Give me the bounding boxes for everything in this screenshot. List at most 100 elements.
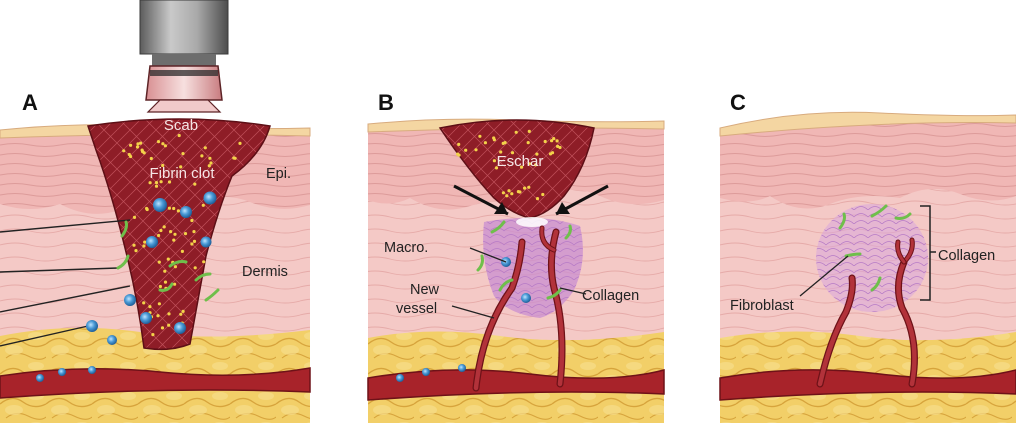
platelet-dot xyxy=(173,233,176,236)
panel-label-a: A xyxy=(22,90,38,115)
platelet-dot xyxy=(505,194,508,197)
label-collagen-c: Collagen xyxy=(938,248,995,264)
platelet-dot xyxy=(556,145,559,148)
platelet-dot xyxy=(194,266,197,269)
platelet-dot xyxy=(150,157,153,160)
platelet-dot xyxy=(517,190,520,193)
label-collagen-b: Collagen xyxy=(582,288,639,304)
platelet-dot xyxy=(167,324,170,327)
platelet-dot xyxy=(464,149,467,152)
platelet-dot xyxy=(158,261,161,264)
platelet-dot xyxy=(145,207,148,210)
collagen-scar-c xyxy=(816,204,928,312)
platelet-dot xyxy=(550,139,553,142)
platelet-dot xyxy=(181,250,184,253)
panel-a: A Scab Fibrin clot Epi. Dermis xyxy=(0,0,310,423)
platelet-dot xyxy=(182,310,185,313)
platelet-dot xyxy=(143,241,146,244)
platelet-dot xyxy=(190,219,193,222)
platelet-dot xyxy=(148,305,151,308)
platelet-dot xyxy=(133,216,136,219)
platelet-dot xyxy=(556,139,559,142)
platelet-dot xyxy=(179,313,182,316)
platelet-dot xyxy=(551,151,554,154)
platelet-dot xyxy=(129,144,132,147)
label-epi: Epi. xyxy=(266,166,291,182)
label-macro: Macro. xyxy=(384,240,428,256)
platelet-dot xyxy=(238,142,241,145)
panel-b: B Eschar Macro. New vessel Collagen xyxy=(368,90,664,423)
platelet-dot xyxy=(193,240,196,243)
platelet-dot xyxy=(122,149,125,152)
platelet-dot xyxy=(184,232,187,235)
platelet-dot xyxy=(163,270,166,273)
platelet-dot xyxy=(192,230,195,233)
label-dermis: Dermis xyxy=(242,264,288,280)
platelet-dot xyxy=(234,157,237,160)
platelet-dot xyxy=(484,141,487,144)
platelet-dot xyxy=(178,134,181,137)
platelet-dot xyxy=(202,260,205,263)
platelet-dot xyxy=(181,152,184,155)
platelet-dot xyxy=(478,135,481,138)
platelet-dot xyxy=(190,242,193,245)
platelet-dot xyxy=(169,230,172,233)
platelet-dot xyxy=(474,148,477,151)
platelet-dot xyxy=(204,146,207,149)
panel-label-b: B xyxy=(378,90,394,115)
platelet-dot xyxy=(141,150,144,153)
platelet-dot xyxy=(157,234,160,237)
label-vessel: vessel xyxy=(396,301,437,317)
platelet-dot xyxy=(168,207,171,210)
platelet-dot xyxy=(193,183,196,186)
platelet-dot xyxy=(161,326,164,329)
platelet-dot xyxy=(136,145,139,148)
label-scab: Scab xyxy=(164,117,198,134)
platelet-dot xyxy=(527,186,530,189)
label-eschar: Eschar xyxy=(497,153,544,170)
platelet-dot xyxy=(164,144,167,147)
platelet-dot xyxy=(536,197,539,200)
platelet-dot xyxy=(164,281,167,284)
platelet-dot xyxy=(456,153,459,156)
platelet-dot xyxy=(541,193,544,196)
platelet-dot xyxy=(159,285,162,288)
platelet-dot xyxy=(167,312,170,315)
platelet-dot xyxy=(139,142,142,145)
platelet-dot xyxy=(167,258,170,261)
label-fibrin-clot: Fibrin clot xyxy=(149,165,215,182)
platelet-dot xyxy=(155,185,158,188)
platelet-dot xyxy=(510,192,513,195)
platelet-dot xyxy=(457,143,460,146)
platelet-dot xyxy=(172,239,175,242)
platelet-dot xyxy=(493,159,496,162)
platelet-dot xyxy=(174,265,177,268)
label-new: New xyxy=(410,282,440,298)
platelet-dot xyxy=(544,140,547,143)
platelet-dot xyxy=(142,301,145,304)
platelet-dot xyxy=(172,207,175,210)
platelet-dot xyxy=(493,138,496,141)
platelet-dot xyxy=(129,155,132,158)
platelet-dot xyxy=(177,209,180,212)
platelet-dot xyxy=(161,142,164,145)
laser-device xyxy=(140,0,228,112)
platelet-dot xyxy=(202,204,205,207)
platelet-dot xyxy=(151,333,154,336)
platelet-dot xyxy=(157,140,160,143)
platelet-dot xyxy=(507,189,510,192)
panel-c: C Collagen Fibroblast xyxy=(720,90,1016,423)
platelet-dot xyxy=(504,141,507,144)
platelet-dot xyxy=(527,141,530,144)
platelet-dot xyxy=(142,244,145,247)
platelet-dot xyxy=(134,249,137,252)
platelet-dot xyxy=(200,154,203,157)
platelet-dot xyxy=(208,157,211,160)
platelet-dot xyxy=(515,131,518,134)
panel-label-c: C xyxy=(730,90,746,115)
platelet-dot xyxy=(158,302,161,305)
platelet-dot xyxy=(502,191,505,194)
platelet-dot xyxy=(523,187,526,190)
